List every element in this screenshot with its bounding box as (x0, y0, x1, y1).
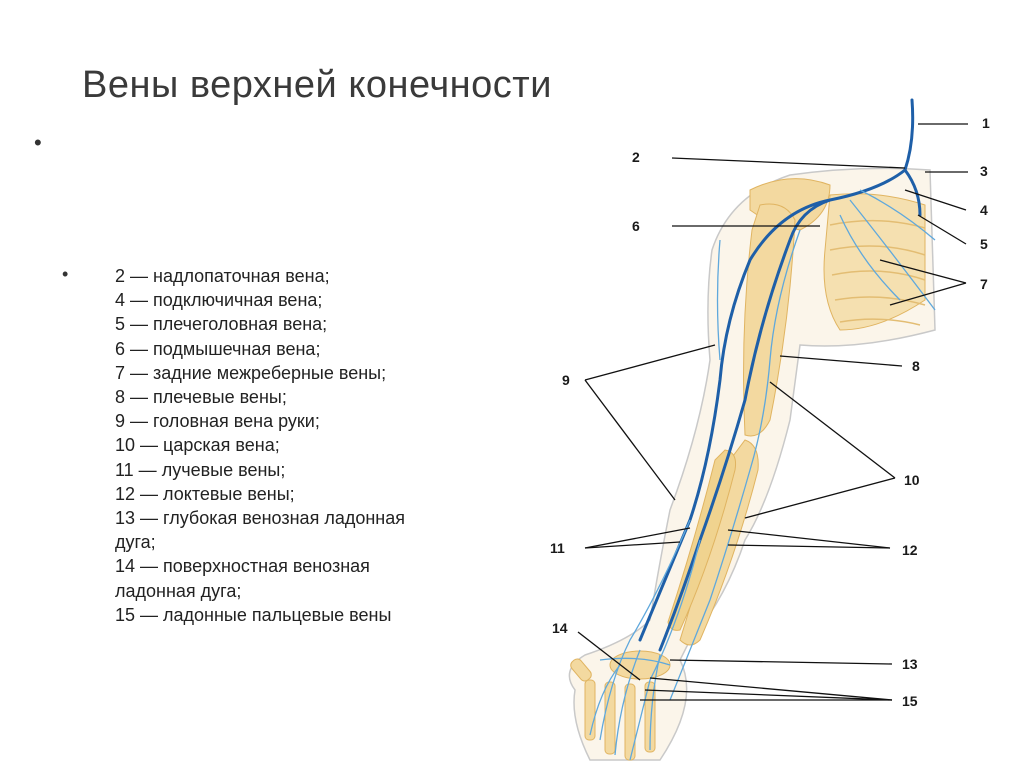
legend-line: 12 — локтевые вены; (115, 482, 515, 506)
arm-vein-illustration: 1 2 3 4 5 6 7 8 9 10 11 12 13 14 15 (540, 96, 1024, 767)
empty-bullet: • (34, 130, 42, 156)
legend-line: 14 — поверхностная венозная (115, 554, 515, 578)
arm-drawing (540, 96, 1024, 767)
legend-line: 11 — лучевые вены; (115, 458, 515, 482)
legend-line: 9 — головная вена руки; (115, 409, 515, 433)
list-bullet: • (62, 264, 68, 285)
figure-label-6: 6 (632, 218, 640, 234)
legend-line: 7 — задние межреберные вены; (115, 361, 515, 385)
figure-label-11: 11 (550, 540, 565, 556)
legend-line: ладонная дуга; (115, 579, 515, 603)
legend-line: 15 — ладонные пальцевые вены (115, 603, 515, 627)
figure-label-14: 14 (552, 620, 568, 636)
figure-label-13: 13 (902, 656, 918, 672)
figure-label-10: 10 (904, 472, 920, 488)
legend-line: 2 — надлопаточная вена; (115, 264, 515, 288)
figure-label-7: 7 (980, 276, 988, 292)
legend-line: 5 — плечеголовная вена; (115, 312, 515, 336)
legend-line: 13 — глубокая венозная ладонная (115, 506, 515, 530)
legend-line: 6 — подмышечная вена; (115, 337, 515, 361)
legend-line: 8 — плечевые вены; (115, 385, 515, 409)
figure-label-2: 2 (632, 149, 640, 165)
legend-line: 4 — подключичная вена; (115, 288, 515, 312)
figure-label-15: 15 (902, 693, 918, 709)
figure-label-12: 12 (902, 542, 918, 558)
legend-line: 10 — царская вена; (115, 433, 515, 457)
ribcage (824, 194, 925, 330)
slide-title: Вены верхней конечности (82, 64, 552, 107)
figure-label-8: 8 (912, 358, 920, 374)
figure-label-5: 5 (980, 236, 988, 252)
legend-line: дуга; (115, 530, 515, 554)
figure-label-1: 1 (982, 115, 990, 131)
figure-label-3: 3 (980, 163, 988, 179)
legend-list: 2 — надлопаточная вена; 4 — подключичная… (115, 264, 515, 627)
figure-label-9: 9 (562, 372, 570, 388)
figure-label-4: 4 (980, 202, 988, 218)
